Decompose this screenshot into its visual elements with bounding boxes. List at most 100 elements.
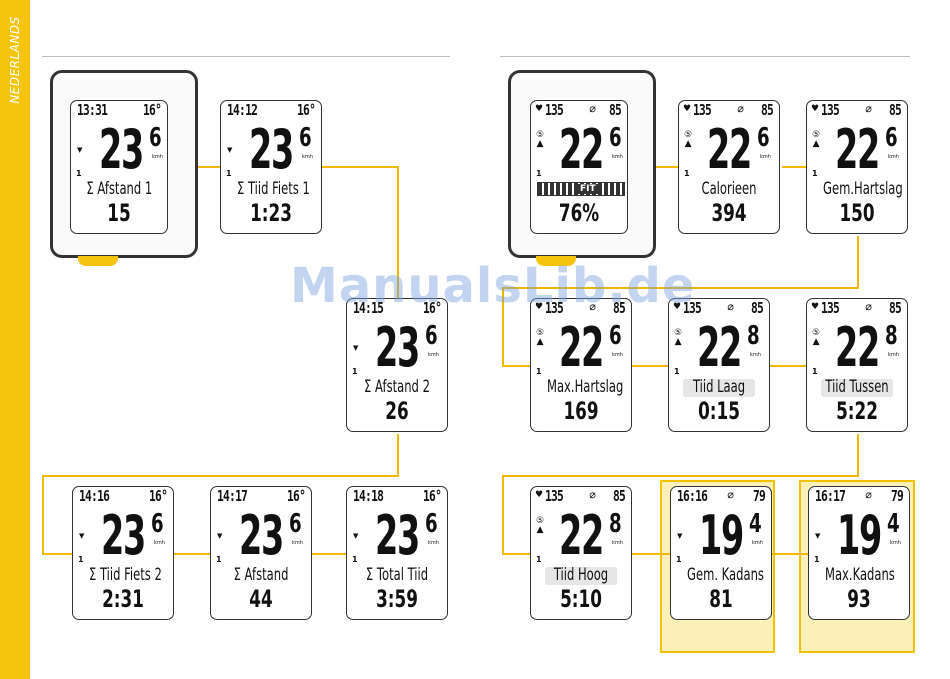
function-value: 81: [709, 585, 733, 613]
speed-decimal-digit: 6: [425, 509, 438, 539]
speed-decimal-digit: 6: [425, 321, 438, 351]
function-label: Max.Hartslag: [547, 377, 624, 397]
heart-icon: ♥: [535, 104, 544, 114]
speed-unit: kmh: [612, 352, 623, 358]
connector-line: [502, 475, 504, 555]
top-right-readout: 16°: [286, 487, 306, 505]
function-label: Σ Tiid Fiets 1: [237, 179, 310, 199]
connector-line: [397, 434, 399, 476]
bike-number-indicator: 1: [536, 555, 542, 564]
speed-main-digits: 22: [559, 504, 604, 567]
average-symbol: ⌀: [727, 488, 734, 501]
speed-main-digits: 23: [239, 504, 284, 567]
speed-decimal-digit: 6: [609, 321, 622, 351]
top-left-readout: 16:17: [815, 487, 846, 505]
function-label: Σ Tiid Fiets 2: [89, 565, 162, 585]
speed-main-digits: 23: [249, 118, 294, 181]
top-left-readout: 14:17: [217, 487, 248, 505]
speed-main-digits: 22: [835, 316, 880, 379]
function-label: Σ Total Tiid: [365, 565, 429, 585]
heart-icon: ♥: [811, 302, 820, 312]
down-arrow-icon: ▼: [227, 146, 233, 154]
function-label: Gem.Hartslag: [823, 179, 903, 199]
bike-number-indicator: 1: [78, 555, 84, 564]
speed-main-digits: 19: [837, 504, 882, 567]
bike-number-indicator: 1: [812, 169, 818, 178]
top-right-readout: 16°: [148, 487, 168, 505]
top-right-readout: 85: [612, 487, 626, 505]
top-right-readout: 85: [612, 299, 626, 317]
speed-decimal-digit: 6: [609, 123, 622, 153]
top-left-readout: 14:15: [353, 299, 384, 317]
connector-line: [857, 434, 859, 476]
speed-unit: kmh: [154, 540, 165, 546]
bike-number-indicator: 1: [536, 367, 542, 376]
average-symbol: ⌀: [589, 488, 596, 501]
heart-icon: ♥: [683, 104, 692, 114]
function-value: 5:10: [560, 585, 602, 613]
function-value: 1:23: [250, 199, 292, 227]
top-right-readout: 85: [760, 101, 774, 119]
down-arrow-icon: ▼: [353, 344, 359, 352]
function-value: 5:22: [836, 397, 878, 425]
average-symbol: ⌀: [737, 102, 744, 115]
average-symbol: ⌀: [865, 102, 872, 115]
connector-line: [502, 287, 859, 289]
function-label: Tiid Laag: [692, 377, 746, 397]
language-side-tab: NEDERLANDS: [0, 0, 30, 679]
speed-unit: kmh: [890, 540, 901, 546]
language-label: NEDERLANDS: [8, 16, 22, 104]
top-right-readout: 16°: [296, 101, 316, 119]
speed-decimal-digit: 6: [299, 123, 312, 153]
speed-decimal-digit: 8: [747, 321, 760, 351]
device-mount-tab: [536, 256, 576, 266]
bike-number-indicator: 1: [226, 169, 232, 178]
function-label: Max.Kadans: [825, 565, 895, 585]
function-value: 169: [563, 397, 599, 425]
connector-line: [42, 553, 72, 555]
connector-line: [770, 365, 806, 367]
connector-line: [320, 166, 398, 168]
speed-main-digits: 19: [699, 504, 744, 567]
bike-number-indicator: 1: [676, 555, 682, 564]
speed-unit: kmh: [428, 540, 439, 546]
bike-number-indicator: 1: [812, 367, 818, 376]
speed-main-digits: 22: [707, 118, 752, 181]
speed-main-digits: 23: [99, 118, 144, 181]
heart-zone-icon: ⑤ ▲: [684, 130, 693, 149]
average-symbol: ⌀: [727, 300, 734, 313]
heart-zone-icon: ⑤ ▲: [536, 516, 545, 535]
connector-line: [196, 166, 220, 168]
heart-icon: ♥: [535, 490, 544, 500]
top-left-readout: 135: [821, 299, 840, 317]
top-left-readout: 14:18: [353, 487, 384, 505]
function-value: 15: [107, 199, 131, 227]
heart-zone-icon: ⑤ ▲: [674, 328, 683, 347]
function-value: 3:59: [376, 585, 418, 613]
function-value: 394: [711, 199, 747, 227]
speed-unit: kmh: [750, 352, 761, 358]
fitness-bar-label: FIT: [578, 184, 598, 194]
average-symbol: ⌀: [589, 300, 596, 313]
heart-icon: ♥: [535, 302, 544, 312]
speed-unit: kmh: [752, 540, 763, 546]
function-label: Σ Afstand 1: [86, 179, 153, 199]
down-arrow-icon: ▼: [353, 532, 359, 540]
average-symbol: ⌀: [865, 300, 872, 313]
function-value: 76%: [558, 199, 600, 227]
function-label: Calorieen: [701, 179, 757, 199]
top-right-readout: 85: [750, 299, 764, 317]
function-value: 26: [385, 397, 409, 425]
connector-line: [654, 166, 678, 168]
bike-number-indicator: 1: [352, 367, 358, 376]
speed-decimal-digit: 8: [609, 509, 622, 539]
function-label: Tiid Hoog: [553, 565, 609, 585]
speed-unit: kmh: [612, 154, 623, 160]
speed-decimal-digit: 6: [151, 509, 164, 539]
speed-unit: kmh: [292, 540, 303, 546]
heart-icon: ♥: [673, 302, 682, 312]
